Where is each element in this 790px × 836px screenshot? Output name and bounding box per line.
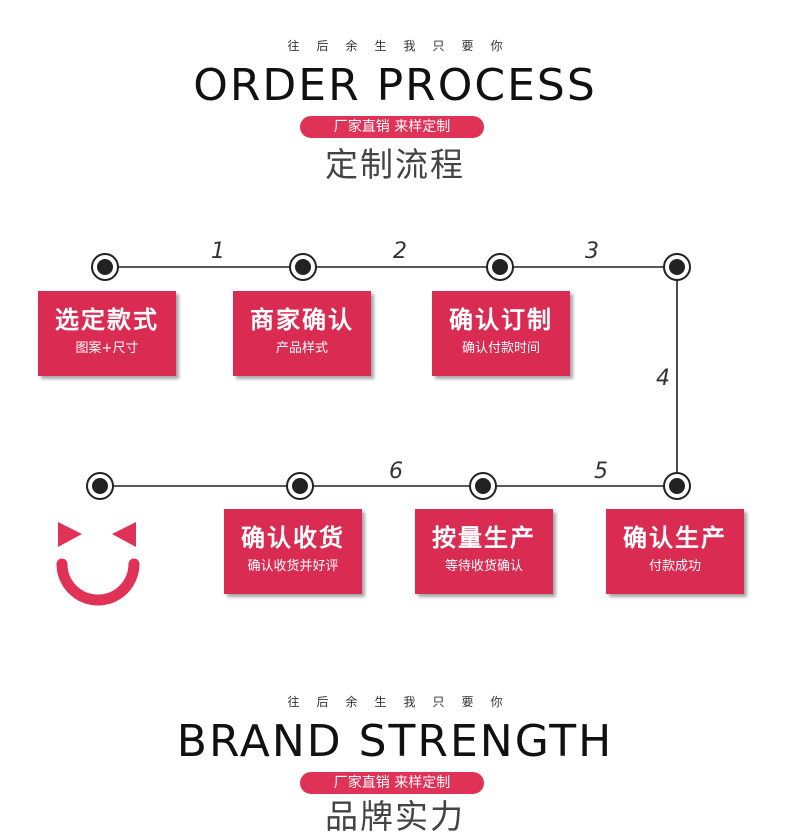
step-number: 6 xyxy=(389,459,403,484)
flow-node xyxy=(289,253,317,281)
process-flow-diagram xyxy=(56,253,691,606)
step-number: 1 xyxy=(211,239,225,264)
step-title: 选定款式 xyxy=(55,306,159,334)
flow-node xyxy=(86,472,114,500)
flow-node xyxy=(286,472,314,500)
step-subtitle: 图案+尺寸 xyxy=(75,340,139,356)
step-title: 商家确认 xyxy=(250,306,354,334)
step-subtitle: 等待收货确认 xyxy=(444,558,523,574)
order-process-title: ORDER PROCESS xyxy=(193,60,597,111)
tagline-bottom: 往后余生我只要你 xyxy=(287,695,520,709)
step-number: 3 xyxy=(585,239,599,264)
flow-node xyxy=(486,253,514,281)
step-card-confirm-order: 确认订制 确认付款时间 xyxy=(432,291,570,376)
step-subtitle: 确认付款时间 xyxy=(461,340,540,356)
tagline-top: 往后余生我只要你 xyxy=(287,39,520,53)
step-subtitle: 产品样式 xyxy=(275,340,328,356)
step-card-merchant-confirm: 商家确认 产品样式 xyxy=(233,291,371,376)
step-number: 4 xyxy=(656,366,670,391)
step-card-confirm-receipt: 确认收货 确认收货并好评 xyxy=(224,509,362,594)
flow-node xyxy=(663,472,691,500)
brand-strength-subtitle: 品牌实力 xyxy=(325,797,465,836)
step-title: 确认生产 xyxy=(623,524,727,552)
brand-strength-title: BRAND STRENGTH xyxy=(176,716,614,767)
step-number: 2 xyxy=(393,239,407,264)
step-title: 确认订制 xyxy=(449,306,553,334)
step-subtitle: 付款成功 xyxy=(648,558,701,574)
custom-process-subtitle: 定制流程 xyxy=(325,145,465,184)
step-title: 确认收货 xyxy=(241,524,345,552)
factory-direct-pill-2: 厂家直销 来样定制 xyxy=(300,772,484,794)
smiley-face-icon xyxy=(56,522,140,606)
step-subtitle: 确认收货并好评 xyxy=(247,558,339,574)
step-title: 按量生产 xyxy=(432,524,536,552)
factory-direct-pill: 厂家直销 来样定制 xyxy=(300,116,484,138)
flow-node xyxy=(91,253,119,281)
flow-node xyxy=(469,472,497,500)
step-number: 5 xyxy=(594,459,608,484)
flow-node xyxy=(663,253,691,281)
step-card-confirm-production: 确认生产 付款成功 xyxy=(606,509,744,594)
step-card-select-style: 选定款式 图案+尺寸 xyxy=(38,291,176,376)
step-card-mass-production: 按量生产 等待收货确认 xyxy=(415,509,553,594)
